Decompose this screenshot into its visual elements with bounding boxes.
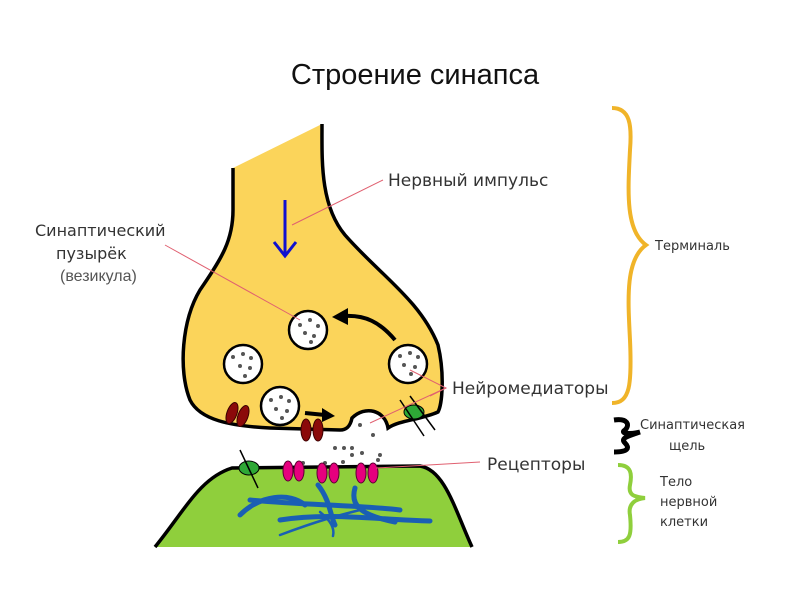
dendrite-fibers [237,482,433,538]
label-vesicle-line3: (везикула) [60,268,137,285]
vesicle [222,343,264,385]
label-body-line2: нервной [660,495,717,510]
neurotransmitter-dots [231,318,420,465]
vesicle [259,385,301,427]
label-vesicle-line1: Синаптический [35,221,166,240]
exocytosis-arrow-icon [304,408,335,422]
label-vesicle-line2: пузырёк [56,244,127,263]
pointer-lines [164,179,481,469]
terminal-brace-icon [611,106,650,405]
vesicle [287,309,329,351]
vesicle [387,343,429,385]
transporters [238,395,436,489]
diagram-title: Строение синапса [291,59,540,91]
label-body-line1: Тело [659,475,692,490]
label-terminal: Терминаль [654,239,730,254]
label-neurotransmitters: Нейромедиаторы [452,379,609,399]
body-brace-icon [617,463,646,544]
receptors [282,460,379,484]
label-body-line3: клетки [660,515,708,530]
label-cleft-line2: щель [669,439,705,454]
label-receptors: Рецепторы [487,455,585,475]
recycle-arrow-icon [332,308,397,342]
label-nerve-impulse: Нервный импульс [388,171,548,191]
ion-channels [225,402,324,442]
cleft-brace-icon [613,417,641,455]
impulse-arrow-icon [272,200,298,259]
label-cleft-line1: Синаптическая [640,418,745,433]
